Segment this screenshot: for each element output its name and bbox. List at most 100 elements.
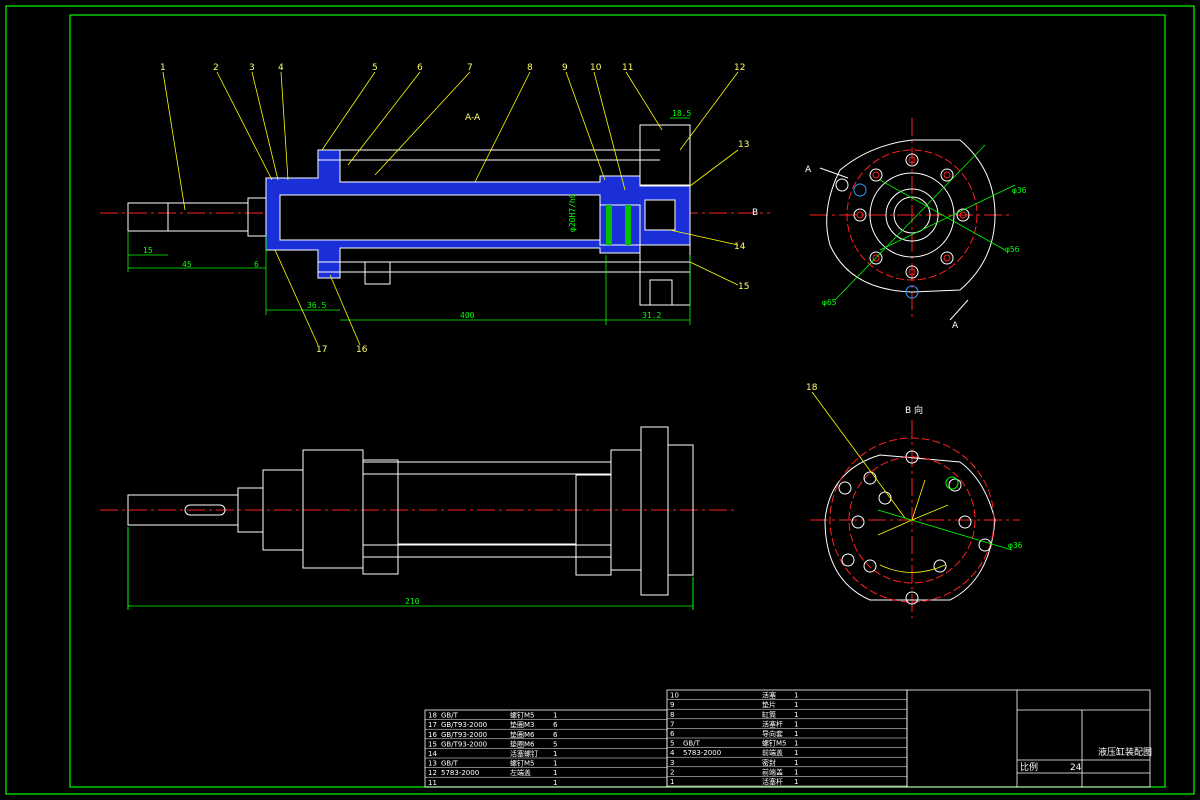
- scale-label: 比例: [1020, 761, 1038, 773]
- table-cell-qty: 1: [794, 749, 798, 757]
- table-cell-name: 左端盖: [510, 768, 531, 777]
- view-mark-b-view: B 向: [905, 404, 923, 416]
- table-cell-no: 10: [670, 692, 679, 700]
- dim-210: 210: [405, 597, 420, 606]
- table-cell-code: GB/T: [441, 712, 459, 720]
- dim-phi36-a: φ36: [1012, 186, 1027, 195]
- table-cell-name: 垫圈M6: [510, 730, 535, 739]
- table-cell-name: 前端盖: [762, 767, 783, 776]
- table-cell-name: 垫圈M6: [510, 739, 535, 748]
- table-cell-no: 4: [670, 749, 675, 757]
- table-cell-qty: 5: [553, 740, 557, 748]
- table-cell-code: GB/T: [683, 740, 701, 748]
- table-cell-no: 2: [670, 768, 674, 776]
- sheet-number: 24: [1070, 763, 1082, 773]
- table-cell-code: GB/T93-2000: [441, 731, 487, 739]
- view-mark-b: B: [752, 208, 758, 218]
- table-cell-no: 9: [670, 701, 674, 709]
- table-cell-qty: 1: [794, 778, 798, 786]
- part-label-6: 6: [417, 63, 423, 73]
- table-cell-code: GB/T93-2000: [441, 721, 487, 729]
- table-cell-name: 导向套: [762, 729, 783, 738]
- end-view-a: [810, 118, 1016, 321]
- dim-312: 31.2: [642, 311, 661, 320]
- table-cell-qty: 1: [553, 779, 557, 787]
- table-cell-code: 5783-2000: [441, 769, 479, 777]
- table-cell-no: 8: [670, 711, 674, 719]
- table-cell-name: 垫圈M3: [510, 720, 535, 729]
- part-label-3: 3: [249, 63, 255, 73]
- table-cell-no: 16: [428, 731, 437, 739]
- table-cell-qty: 1: [794, 701, 798, 709]
- dim-phi36-b: φ36: [1008, 541, 1023, 550]
- table-cell-name: 垫片: [762, 700, 776, 709]
- end-view-b: [810, 391, 1020, 618]
- table-cell-qty: 1: [794, 730, 798, 738]
- dim-45: 45: [182, 260, 192, 269]
- table-cell-code: GB/T: [441, 760, 459, 768]
- table-cell-qty: 6: [553, 721, 558, 729]
- table-cell-name: 螺钉M5: [510, 759, 535, 768]
- table-cell-no: 12: [428, 769, 437, 777]
- table-cell-no: 1: [670, 778, 674, 786]
- table-cell-code: 5783-2000: [683, 749, 721, 757]
- table-cell-no: 6: [670, 730, 675, 738]
- part-label-9: 9: [562, 63, 568, 73]
- dim-185: 18.5: [672, 109, 691, 118]
- table-cell-qty: 1: [553, 750, 557, 758]
- part-label-16: 16: [356, 345, 368, 355]
- table-cell-name: 活塞螺钉: [510, 749, 538, 758]
- table-cell-name: 缸筒: [762, 710, 776, 719]
- inner-frame: [69, 14, 1166, 788]
- table-cell-no: 17: [428, 721, 437, 729]
- dim-phi65: φ65: [822, 298, 837, 307]
- dim-6: 6: [254, 260, 259, 269]
- table-cell-no: 15: [428, 740, 437, 748]
- part-label-17: 17: [316, 345, 327, 355]
- table-cell-name: 活塞杆: [762, 777, 783, 786]
- table-cell-qty: 1: [553, 712, 557, 720]
- part-label-10: 10: [590, 63, 602, 73]
- drawing-name: 液压缸装配图: [1098, 746, 1152, 758]
- part-label-1: 1: [160, 63, 166, 73]
- table-cell-name: 密封: [762, 758, 776, 767]
- table-cell-no: 3: [670, 759, 674, 767]
- section-view-a-a: [100, 71, 770, 346]
- part-label-8: 8: [527, 63, 533, 73]
- table-cell-qty: 1: [553, 769, 557, 777]
- dim-fit: φ20H7/h6: [568, 193, 577, 232]
- view-mark-a-bottom: A: [952, 321, 959, 331]
- table-cell-no: 13: [428, 760, 437, 768]
- dim-15: 15: [143, 246, 153, 255]
- section-label: A-A: [465, 113, 481, 123]
- outer-frame: [5, 5, 1195, 795]
- table-cell-qty: 1: [794, 720, 798, 728]
- table-cell-no: 5: [670, 740, 674, 748]
- part-label-18: 18: [806, 383, 818, 393]
- part-label-11: 11: [622, 63, 633, 73]
- part-label-2: 2: [213, 63, 219, 73]
- table-cell-qty: 1: [794, 711, 798, 719]
- table-cell-qty: 1: [794, 692, 798, 700]
- part-label-5: 5: [372, 63, 378, 73]
- part-label-14: 14: [734, 242, 746, 252]
- dim-400: 400: [460, 311, 475, 320]
- table-cell-qty: 1: [794, 768, 798, 776]
- part-label-4: 4: [278, 63, 284, 73]
- part-label-13: 13: [738, 140, 749, 150]
- table-cell-name: 螺钉M5: [762, 739, 787, 748]
- table-cell-qty: 1: [553, 760, 557, 768]
- table-cell-name: 活塞杆: [762, 719, 783, 728]
- table-cell-qty: 1: [794, 759, 798, 767]
- part-label-7: 7: [467, 63, 473, 73]
- table-cell-no: 18: [428, 712, 437, 720]
- view-mark-a-top: A: [805, 165, 812, 175]
- table-cell-no: 14: [428, 750, 437, 758]
- table-cell-qty: 1: [794, 740, 798, 748]
- table-cell-no: 7: [670, 720, 674, 728]
- table-cell-code: GB/T93-2000: [441, 740, 487, 748]
- table-cell-qty: 6: [553, 731, 558, 739]
